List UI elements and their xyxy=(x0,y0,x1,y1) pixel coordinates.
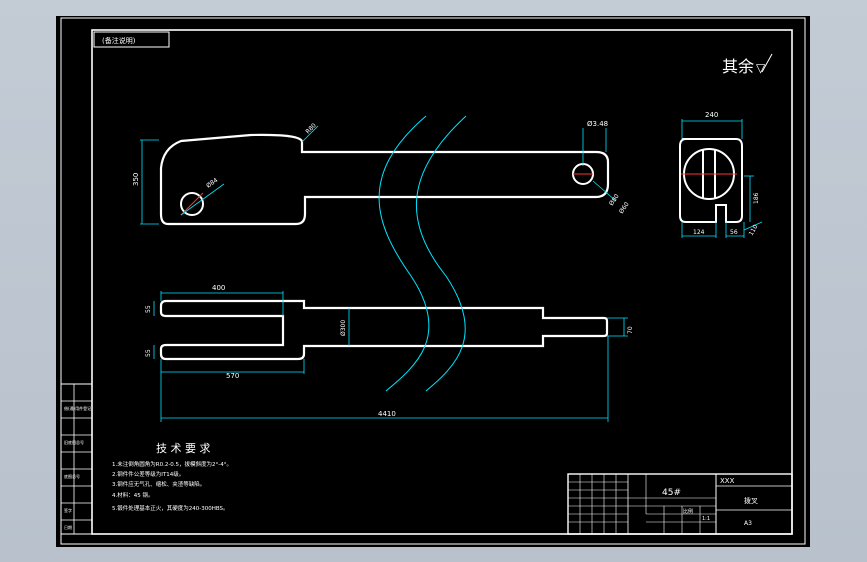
strip-label-8: 日期 xyxy=(64,524,72,530)
strip-label-0: 借(通)用件登记 xyxy=(64,405,91,411)
title-block-material: 45# xyxy=(662,488,681,498)
break-line-left xyxy=(378,115,430,392)
dim-fork-upper: 55 xyxy=(145,305,152,313)
dim-hole-right-bottom: Ø80 xyxy=(608,193,621,207)
dim-side-gap-left: 124 xyxy=(693,229,705,236)
side-view-outline xyxy=(679,138,743,223)
strip-label-2: 旧底图总号 xyxy=(64,439,84,445)
top-view-dims xyxy=(140,125,617,225)
title-block xyxy=(567,473,793,535)
title-block-company: XXX xyxy=(720,477,735,485)
dim-height-left: 350 xyxy=(132,173,140,186)
strip-label-4: 底图总号 xyxy=(64,473,80,479)
dim-hole-right-small: Ø60 xyxy=(618,201,631,215)
dim-side-small: 110 xyxy=(748,223,760,237)
roughness-tick xyxy=(761,53,773,73)
tech-item-2: 2.钢件件公差等级为IT14级。 xyxy=(112,470,184,478)
dim-rod-dia: Ø300 xyxy=(340,320,347,336)
break-line-right xyxy=(415,115,467,392)
tech-item-3: 3.钢件应无气孔、缩松、夹渣等缺陷。 xyxy=(112,480,205,488)
tech-title: 技 术 要 求 xyxy=(156,442,211,455)
dim-slot-depth: 570 xyxy=(226,372,239,380)
dim-radius-top: R80 xyxy=(304,122,317,135)
tech-item-5: 5.锻件处理基本正火，其硬度为240-300HBS。 xyxy=(112,504,229,512)
dim-side-height: 186 xyxy=(753,192,760,204)
title-box xyxy=(93,31,170,48)
tech-item-1: 1.未注倒角圆角为R0.2-0.5，拔模斜度为2°-4°。 xyxy=(112,460,232,468)
strip-label-6: 签字 xyxy=(64,507,72,513)
dim-total-length: 4410 xyxy=(378,410,396,418)
dim-fork-lower: 55 xyxy=(145,349,152,357)
left-registration-strip xyxy=(60,383,93,535)
tech-item-4: 4.材料：45 钢。 xyxy=(112,491,154,499)
dim-hole-left: Ø84 xyxy=(205,177,219,190)
title-block-scale-label: 比例 xyxy=(683,508,693,515)
front-view-dims xyxy=(153,291,628,422)
front-view-outline xyxy=(159,299,609,361)
outer-frame xyxy=(60,17,806,545)
top-view-outline xyxy=(159,133,610,226)
drawing-canvas: (备注说明) 其余 ▽ 350 Ø84 R80 Ø3.48 Ø80 Ø60 xyxy=(60,17,806,545)
dim-side-gap-right: 56 xyxy=(730,229,738,236)
dim-hole-right-top: Ø3.48 xyxy=(587,120,608,128)
roughness-symbol-icon: ▽ xyxy=(756,61,766,75)
dim-side-width: 240 xyxy=(705,111,718,119)
left-hole-center xyxy=(180,192,204,216)
title-box-text: (备注说明) xyxy=(102,36,136,45)
side-view-dims xyxy=(681,119,763,238)
title-block-part-name: 拨叉 xyxy=(744,496,758,505)
dim-slot-length: 400 xyxy=(212,284,225,292)
drawing-sheet: (备注说明) 其余 ▽ 350 Ø84 R80 Ø3.48 Ø80 Ø60 xyxy=(56,16,810,547)
inner-frame xyxy=(91,29,793,535)
title-block-scale: 1:1 xyxy=(702,516,710,522)
left-hole xyxy=(180,192,204,216)
title-block-sheet-no: A3 xyxy=(744,520,752,527)
roughness-label: 其余 xyxy=(722,57,754,76)
dim-tip-height: 70 xyxy=(627,326,634,334)
